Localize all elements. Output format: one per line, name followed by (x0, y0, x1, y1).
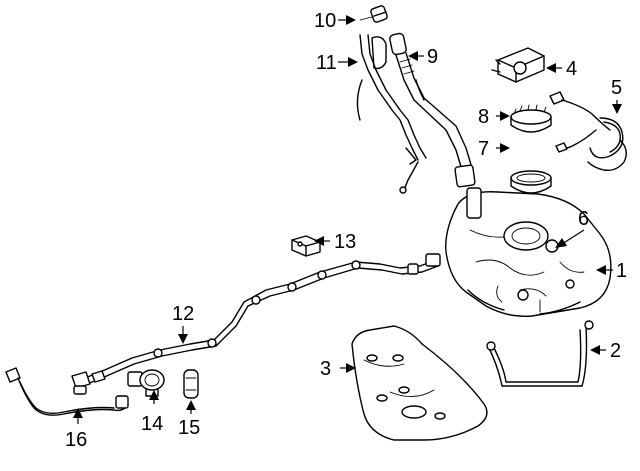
callout-8: 8 (478, 106, 489, 128)
callout-2: 2 (610, 340, 621, 362)
leader-lines (73, 15, 622, 424)
part-14-valve (127, 369, 165, 397)
callout-15: 15 (178, 417, 200, 439)
part-7-seal (510, 170, 552, 194)
callout-16: 16 (65, 429, 87, 451)
callout-labels: 1 2 3 4 5 6 7 8 9 10 11 12 13 14 15 16 (65, 10, 627, 451)
callout-13: 13 (334, 231, 356, 253)
part-16-wire (5, 367, 129, 416)
part-10-cap (359, 5, 388, 23)
part-5-harness (549, 91, 627, 172)
callout-10: 10 (314, 10, 336, 32)
callout-3: 3 (320, 358, 331, 380)
callout-12: 12 (172, 303, 194, 325)
callout-14: 14 (141, 413, 163, 435)
part-9-filler-neck (389, 32, 476, 188)
callout-5: 5 (611, 77, 622, 99)
part-12-harness (71, 253, 441, 389)
part-15-filter (183, 369, 199, 399)
part-4-valve (491, 47, 545, 83)
part-1-fuel-tank (445, 187, 612, 317)
part-2-strap (486, 320, 594, 387)
part-3-shield (351, 325, 488, 441)
callout-4: 4 (566, 58, 577, 80)
part-13-bracket (291, 235, 321, 257)
callout-6: 6 (578, 208, 589, 230)
part-11-vent-hose (356, 34, 427, 194)
part-8-lock-ring (510, 104, 552, 133)
callout-9: 9 (427, 46, 438, 68)
callout-1: 1 (616, 260, 627, 282)
callout-11: 11 (316, 52, 337, 74)
callout-7: 7 (478, 138, 489, 160)
